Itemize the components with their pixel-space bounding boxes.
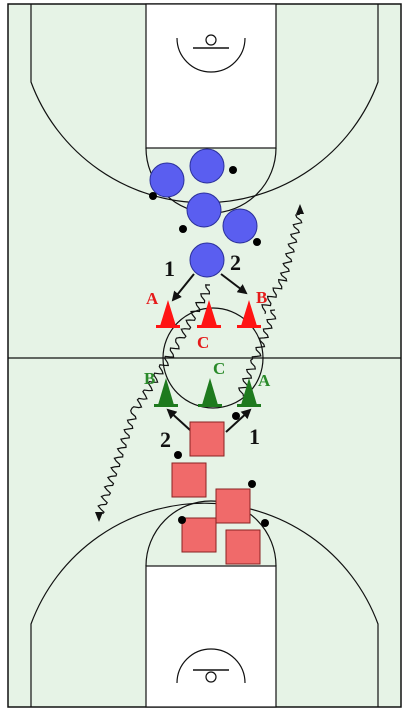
green-cone-a xyxy=(241,378,257,405)
pass-arrow-left xyxy=(171,273,195,302)
defense-player xyxy=(181,517,217,553)
dribble-path-top-left xyxy=(97,284,211,515)
pass-arrow-right xyxy=(220,273,248,295)
offense-player xyxy=(222,208,258,244)
ball xyxy=(232,412,240,420)
red-cone-a xyxy=(160,300,176,326)
ball xyxy=(248,480,256,488)
ball xyxy=(179,225,187,233)
bottom-three-point-line xyxy=(30,502,379,707)
defense-player xyxy=(225,529,261,565)
green-cones: B C A xyxy=(144,359,271,407)
dribble-path-top-right xyxy=(237,309,277,397)
red-cone-b xyxy=(241,300,257,326)
pass-number-2: 2 xyxy=(230,250,241,275)
green-cone-a-base xyxy=(237,404,261,407)
ball xyxy=(261,519,269,527)
red-cones: A C B xyxy=(146,288,267,352)
defense-player xyxy=(189,421,225,457)
pass-arrow-right xyxy=(225,408,252,433)
pass-number-2: 2 xyxy=(160,427,171,452)
bottom-restricted-arc xyxy=(176,648,246,684)
green-cone-b-base xyxy=(154,404,178,407)
pass-number-1: 1 xyxy=(164,256,175,281)
bottom-key-circle xyxy=(145,500,277,567)
green-cone-c-base xyxy=(198,404,222,407)
offense-player xyxy=(189,242,225,278)
center-circle xyxy=(162,307,264,409)
dribble-arrowhead-right xyxy=(296,204,304,214)
top-half-markings xyxy=(30,3,379,214)
offense-player xyxy=(149,162,185,198)
midcourt-markings xyxy=(8,307,401,409)
bottom-hoop xyxy=(205,671,217,683)
defense-player xyxy=(215,488,251,524)
bottom-key xyxy=(145,565,277,708)
top-restricted-arc xyxy=(176,37,246,73)
defense-players xyxy=(171,412,269,565)
offense-player xyxy=(186,192,222,228)
ball xyxy=(229,166,237,174)
dribble-arrowhead-left xyxy=(95,512,103,522)
ball xyxy=(178,516,186,524)
bottom-half-markings xyxy=(30,500,379,708)
cone-label-green-a: A xyxy=(258,371,271,390)
cone-label-red-a: A xyxy=(146,289,159,308)
green-cone-c xyxy=(202,378,218,405)
bottom-passes: 2 1 xyxy=(160,408,260,452)
offense-players xyxy=(149,148,261,278)
pass-arrow-left xyxy=(166,408,191,431)
green-cone-b xyxy=(158,378,174,405)
top-hoop xyxy=(205,34,217,46)
top-key xyxy=(145,3,277,149)
top-passes: 1 2 xyxy=(164,250,248,302)
ball xyxy=(174,451,182,459)
red-cone-b-base xyxy=(237,325,261,328)
ball xyxy=(149,192,157,200)
dribble-path-right-tail xyxy=(261,213,303,315)
cone-label-green-c: C xyxy=(213,359,225,378)
dribble-paths xyxy=(95,204,304,522)
ball xyxy=(253,238,261,246)
red-cone-a-base xyxy=(156,325,180,328)
defense-player xyxy=(171,462,207,498)
cone-label-red-b: B xyxy=(256,288,267,307)
red-cone-c xyxy=(201,300,217,326)
cone-label-red-c: C xyxy=(197,333,209,352)
red-cone-c-base xyxy=(197,325,221,328)
pass-number-1: 1 xyxy=(249,424,260,449)
cone-label-green-b: B xyxy=(144,369,155,388)
offense-player xyxy=(189,148,225,184)
